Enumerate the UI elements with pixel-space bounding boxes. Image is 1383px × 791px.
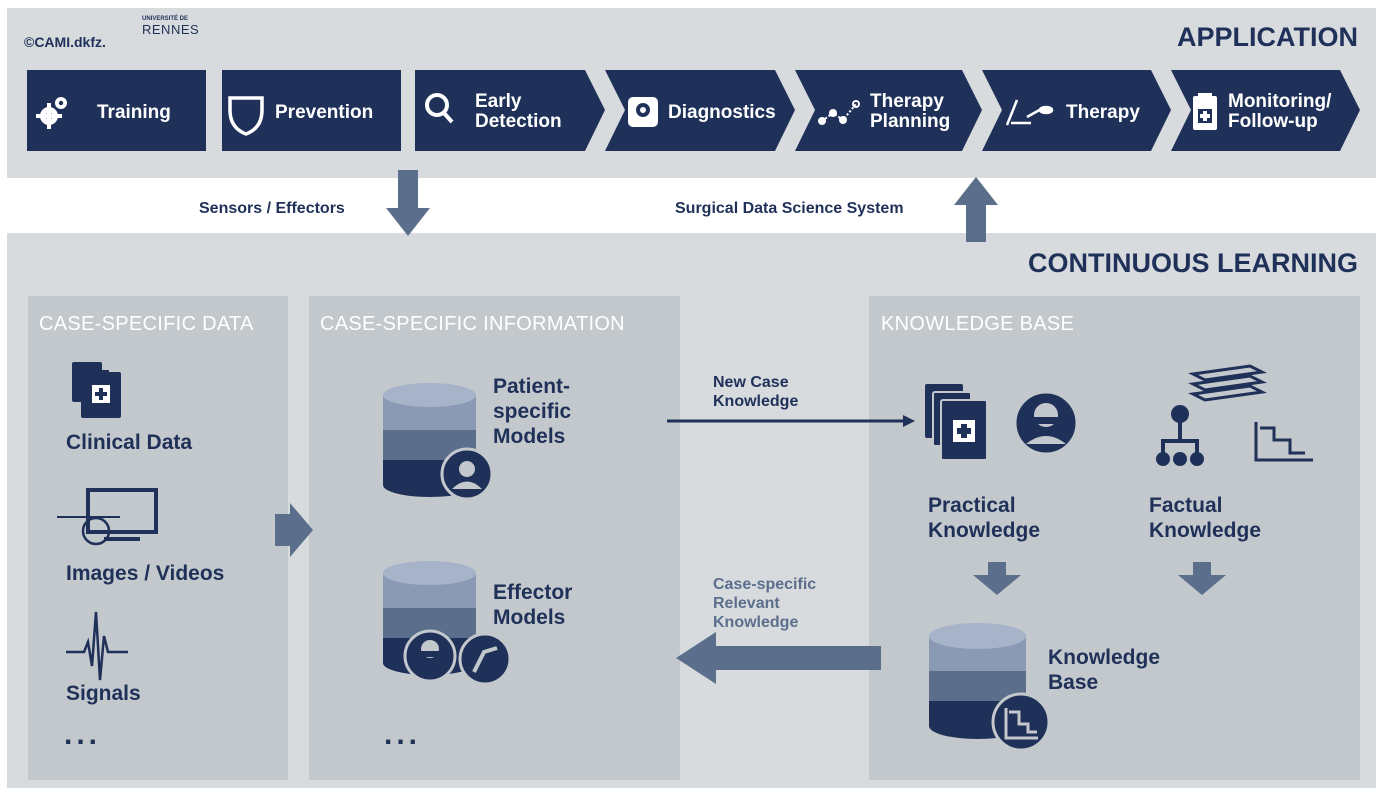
step-monitoring <box>1171 70 1360 151</box>
relevant-knowledge-arrow <box>676 632 881 684</box>
practical-down-arrow <box>973 562 1021 595</box>
step-therapy-planning <box>795 70 982 151</box>
case-specific-data-title: CASE-SPECIFIC DATA <box>39 313 254 335</box>
effector-models-database <box>383 561 512 686</box>
step-early-detection <box>415 70 605 151</box>
new-case-knowledge-label: New Case Knowledge <box>713 374 799 410</box>
factual-down-arrow <box>1178 562 1226 595</box>
effector-models-label: Effector Models <box>493 581 573 629</box>
step-diagnostics-label: Diagnostics <box>668 102 776 123</box>
step-diagnostics <box>605 70 795 151</box>
factual-step-chart-icon <box>1254 422 1313 462</box>
robot-arm-icon <box>458 632 512 686</box>
signals-icon <box>66 611 128 681</box>
step-therapy <box>982 70 1171 151</box>
relevant-knowledge-label: Case-specific Relevant Knowledge <box>713 576 817 631</box>
path-plan-icon <box>818 100 860 125</box>
clinical-data-label: Clinical Data <box>66 431 193 454</box>
step-therapy-planning-label: Therapy Planning <box>870 91 951 132</box>
gears-icon <box>36 97 67 129</box>
step-prevention-label: Prevention <box>275 102 374 123</box>
step-chart-icon <box>991 692 1051 752</box>
knowledge-base-title: KNOWLEDGE BASE <box>881 313 1075 335</box>
hierarchy-icon <box>1156 405 1204 466</box>
books-icon <box>1188 364 1267 402</box>
knowledge-base-database <box>929 623 1051 752</box>
patient-models-database <box>383 383 494 501</box>
cami-dkfz-logo: ©CAMI.dkfz. <box>24 34 106 50</box>
application-title: APPLICATION <box>1177 22 1358 52</box>
signals-label: Signals <box>66 682 141 705</box>
case-specific-information-title: CASE-SPECIFIC INFORMATION <box>320 313 625 335</box>
practical-surgeon-icon <box>1013 390 1079 456</box>
case-specific-information-panel <box>309 296 680 780</box>
case-specific-data-panel <box>28 296 288 780</box>
continuous-learning-title: CONTINUOUS LEARNING <box>1028 248 1358 278</box>
ct-scanner-icon <box>628 97 658 127</box>
data-more-ellipsis: ... <box>64 718 102 751</box>
clinical-data-icon <box>72 362 121 418</box>
step-therapy-label: Therapy <box>1066 102 1140 123</box>
sensors-effectors-label: Sensors / Effectors <box>199 200 345 217</box>
factual-knowledge-label: Factual Knowledge <box>1149 494 1262 542</box>
sensors-effectors-arrow <box>386 170 430 236</box>
new-case-knowledge-arrow <box>667 415 915 427</box>
step-early-detection-label: Early Detection <box>475 91 562 132</box>
surgical-tool-icon <box>1005 99 1054 126</box>
images-videos-label: Images / Videos <box>66 562 225 585</box>
practical-documents-icon <box>925 384 988 461</box>
sds-system-arrow <box>954 177 998 242</box>
data-to-information-arrow <box>275 503 313 557</box>
magnifier-icon <box>425 93 454 124</box>
clipboard-icon <box>1193 93 1217 130</box>
information-more-ellipsis: ... <box>384 718 422 751</box>
rennes-logo: UNIVERSITÉ DE RENNES <box>142 16 200 37</box>
images-videos-icon <box>57 488 158 546</box>
step-training <box>27 70 206 151</box>
knowledge-base-label: Knowledge Base <box>1048 646 1161 694</box>
practical-knowledge-label: Practical Knowledge <box>928 494 1041 542</box>
sds-system-label: Surgical Data Science System <box>675 200 904 217</box>
step-monitoring-label: Monitoring/ Follow-up <box>1228 91 1332 132</box>
shield-icon <box>228 96 264 136</box>
patient-models-label: Patient- specific Models <box>493 375 572 448</box>
step-prevention <box>222 70 401 151</box>
step-training-label: Training <box>97 102 171 123</box>
